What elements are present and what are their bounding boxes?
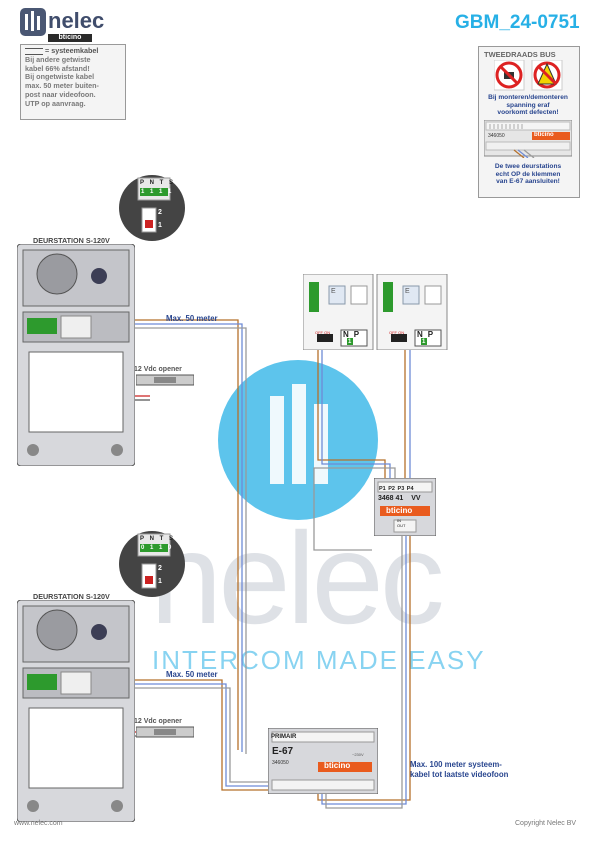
no-plug-icon: [494, 60, 525, 91]
switch-value: 1: [159, 545, 165, 551]
switch-value: 1: [150, 189, 156, 195]
power-brand: bticino: [324, 761, 351, 770]
long-run-label: Max. 100 meter systeem- kabel tot laatst…: [410, 760, 508, 780]
distributor-code: 3468 41: [378, 495, 404, 502]
distributor-port: P2: [388, 486, 395, 492]
switch-value: 0: [141, 545, 147, 551]
switch-header: T: [159, 536, 166, 542]
dip-label: 1: [158, 222, 162, 229]
door-station-image: [17, 244, 135, 466]
cable-note: = systeemkabel Bij andere getwiste kabel…: [20, 44, 126, 120]
bus-warning-line: spanning eraf: [506, 101, 550, 109]
watermark-logo-icon: [218, 360, 378, 520]
power-model: E-67: [272, 746, 294, 757]
bus-warning-text: Bij monteren/demonteren spanning eraf vo…: [482, 94, 574, 117]
bus-device-code: 346050: [488, 133, 505, 139]
bus-warning-line: Bij monteren/demonteren: [488, 94, 568, 101]
switch-header: P: [140, 536, 146, 542]
distributor-port: P3: [397, 486, 405, 492]
no-power-icon: [531, 60, 563, 91]
logo-text: nelec: [48, 8, 105, 33]
note-line: kabel 66% afstand!: [25, 63, 90, 73]
switch-value: 1: [150, 545, 156, 551]
switch-header: S: [168, 180, 175, 186]
note-line: Bij ongetwiste kabel: [25, 72, 95, 82]
bus-device-image: [484, 120, 572, 158]
long-run-line: kabel tot laatste videofoon: [410, 770, 509, 779]
switch-value: 0: [168, 545, 174, 551]
switch-value: 1: [141, 189, 147, 195]
warning-icons: [494, 60, 563, 91]
distributor-brand: bticino: [386, 506, 413, 515]
distributor-port: P4: [406, 486, 414, 492]
logo-icon: [20, 8, 46, 36]
note-line: post naar videofoon.: [25, 89, 96, 99]
monitor-key: E: [331, 288, 336, 295]
dip-switch-callout: [119, 531, 185, 597]
watermark-tagline: INTERCOM MADE EASY: [152, 645, 486, 675]
distributor-port: P1: [379, 486, 386, 492]
door-opener-icon: [136, 374, 194, 386]
monitor-terminal-label: P: [427, 330, 439, 339]
logo-brand: bticino: [48, 34, 92, 42]
dip-label: 2: [158, 209, 162, 216]
switch-header: P: [140, 180, 146, 186]
off-on-label: OFF ON: [315, 330, 331, 335]
power-small-text: ~230V: [352, 752, 364, 757]
monitor-terminal-label: N: [417, 330, 428, 339]
distributor-vv: VV: [411, 495, 421, 502]
footer-website[interactable]: www.nelec.com: [14, 820, 63, 827]
footer-copyright: Copyright Nelec BV: [515, 820, 577, 827]
distance-label: Max. 50 meter: [166, 670, 218, 679]
monitor-key: E: [405, 288, 410, 295]
note-line: max. 50 meter buiten-: [25, 81, 99, 91]
bus-warning-line: voorkomt defecten!: [497, 109, 559, 117]
power-primary-label: PRIMAIR: [271, 734, 297, 740]
switch-value: 1: [159, 189, 165, 195]
dip-label: 2: [158, 565, 162, 572]
bus-device-brand: bticino: [534, 132, 554, 138]
monitor-terminal-value: 1: [422, 339, 426, 345]
switch-header: T: [159, 180, 166, 186]
door-opener-icon: [136, 726, 194, 738]
distributor-box: [374, 478, 436, 536]
switch-header: S: [168, 536, 175, 542]
opener-label: 12 Vdc opener: [134, 718, 182, 725]
monitor-terminal-label: P: [353, 330, 365, 339]
note-line: Bij andere getwiste: [25, 54, 91, 64]
bus-warning-line: De twee deurstations: [494, 163, 562, 170]
monitor-backplates: [303, 274, 448, 350]
monitor-terminal-label: N: [343, 330, 354, 339]
dip-label: 1: [158, 578, 162, 585]
document-id: GBM_24-0751: [455, 12, 580, 33]
switch-value: 1: [168, 189, 174, 195]
power-supply-box: [268, 728, 378, 794]
switch-header: N: [149, 536, 156, 542]
bus-warning-line: echt OP de klemmen: [495, 170, 561, 178]
note-line: UTP op aanvraag.: [25, 98, 86, 108]
opener-label: 12 Vdc opener: [134, 366, 182, 373]
station-label: DEURSTATION S-120V: [33, 236, 110, 245]
dip-switch-callout: [119, 175, 185, 241]
station-label: DEURSTATION S-120V: [33, 592, 110, 601]
note-line-1: = systeemkabel: [45, 46, 99, 55]
bus-warning-line: van E-67 aansluiten!: [496, 178, 560, 186]
door-station-image: [17, 600, 135, 822]
switch-header: N: [149, 180, 156, 186]
bus-warning-text-2: De twee deurstations echt OP de klemmen …: [482, 163, 574, 186]
bus-title: TWEEDRAADS BUS: [484, 50, 556, 59]
distributor-io: IN: [397, 518, 401, 523]
distance-label: Max. 50 meter: [166, 314, 218, 323]
distributor-io: OUT: [397, 523, 406, 528]
monitor-terminal-value: 1: [348, 339, 352, 345]
off-on-label: OFF ON: [389, 330, 405, 335]
long-run-line: Max. 100 meter systeem-: [410, 760, 502, 769]
power-code: 346050: [272, 760, 289, 766]
